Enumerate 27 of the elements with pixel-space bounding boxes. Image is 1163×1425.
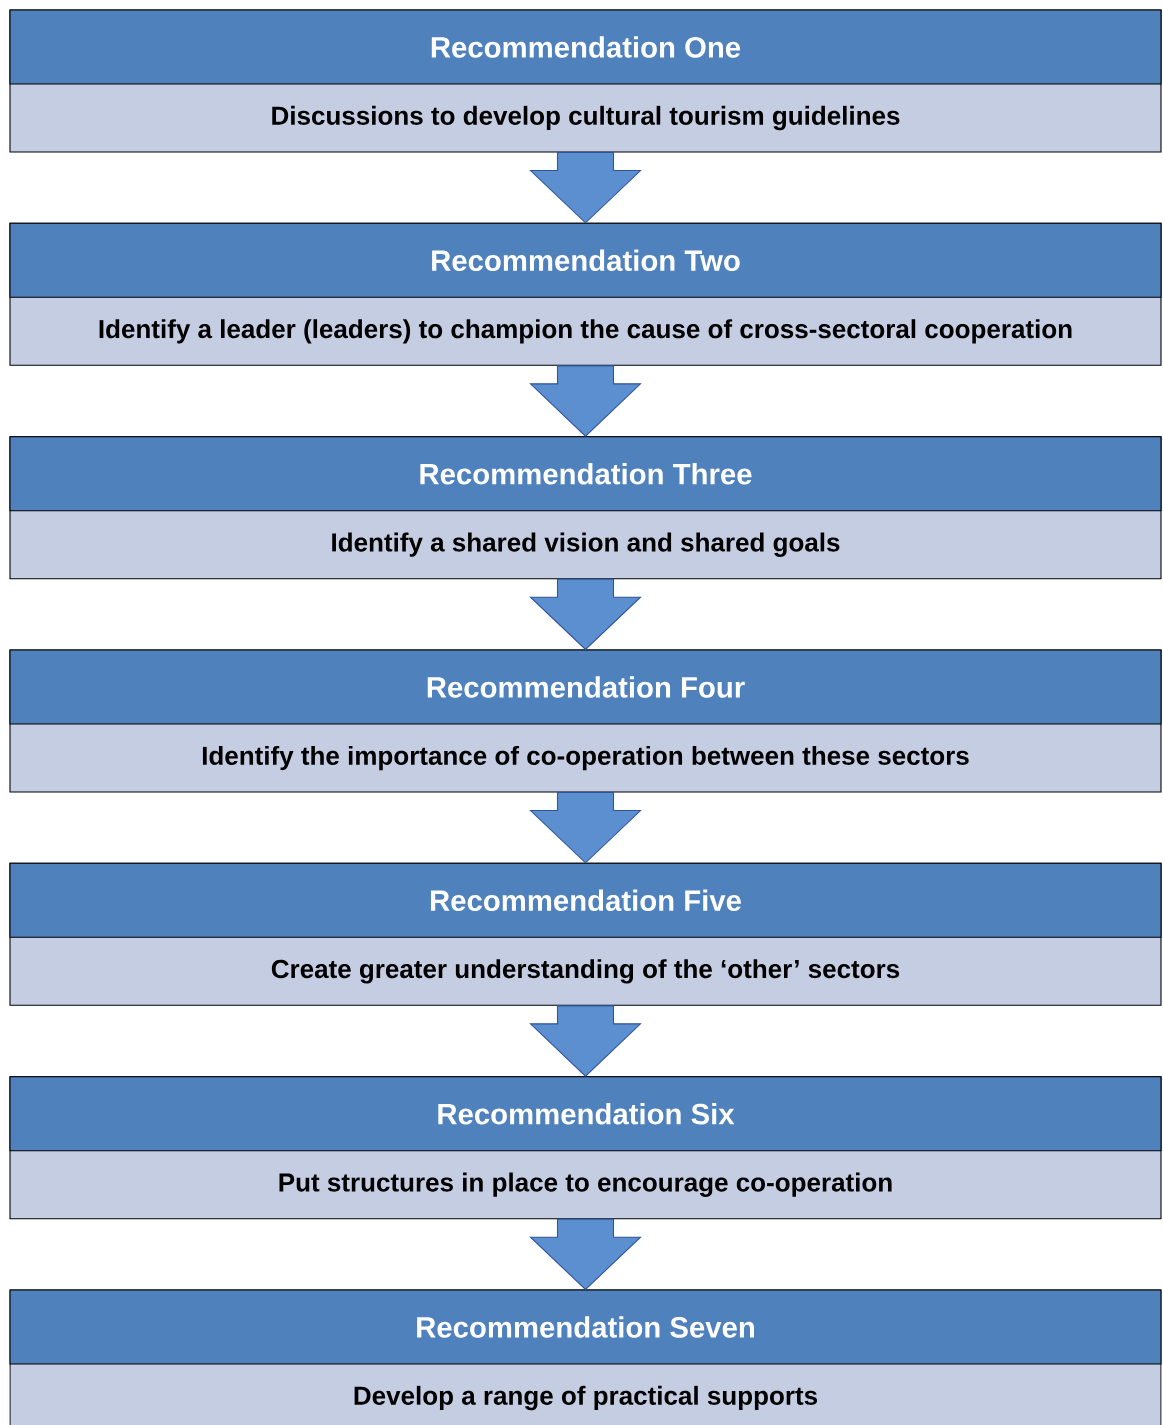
header-text: Recommendation Five (431, 889, 741, 912)
header-text: Recommendation One (431, 36, 741, 58)
recommendation-box (9, 649, 1162, 793)
block-arrow (529, 1218, 642, 1291)
recommendation-box (9, 1289, 1162, 1425)
body-text: Identify the importance of co-operation between these sectors (202, 745, 969, 771)
body-text: Create greater understanding of the ‘other’ sectors (271, 959, 900, 984)
header-text: Recommendation Seven (417, 1316, 754, 1338)
header-text: Recommendation Six (438, 1102, 735, 1125)
block-arrow (529, 792, 642, 864)
recommendation-box (9, 1076, 1162, 1220)
body-text: Identify a shared vision and shared goals (332, 532, 840, 557)
block-arrow (529, 365, 642, 437)
header-text: Recommendation Four (427, 676, 745, 698)
body-text: Develop a range of practical supports (354, 1385, 817, 1411)
recommendation-box (9, 222, 1162, 366)
body-text: Put structures in place to encourage co-operation (279, 1172, 892, 1197)
header-text: Recommendation Three (420, 462, 752, 485)
block-arrow (529, 152, 642, 224)
block-arrow (529, 578, 642, 651)
recommendation-box (9, 862, 1162, 1006)
header-text: Recommendation Two (432, 249, 740, 272)
recommendation-box (9, 9, 1162, 153)
block-arrow (529, 1005, 642, 1077)
body-text: Identify a leader (leaders) to champion the cause of cross-sectoral cooperation (99, 319, 1072, 344)
recommendation-box (9, 436, 1162, 580)
body-text: Discussions to develop cultural tourism guidelines (272, 105, 900, 131)
